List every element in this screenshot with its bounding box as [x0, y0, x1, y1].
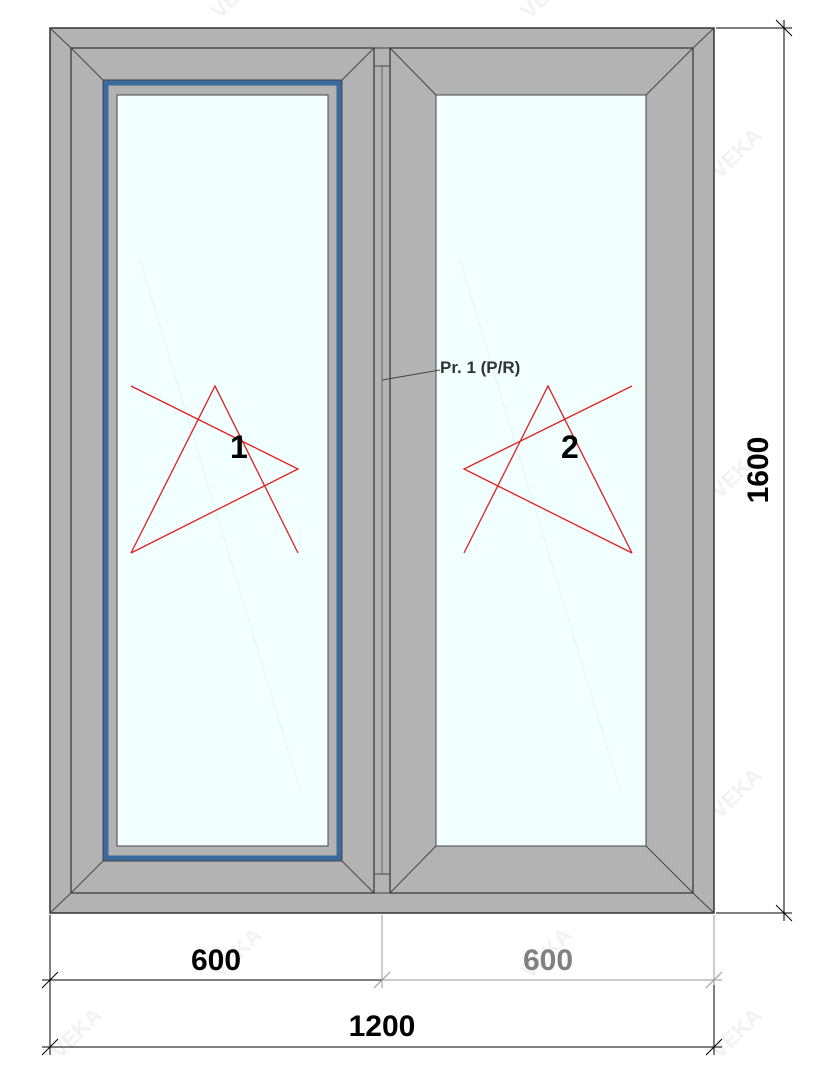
watermark-text-4: VEKA: [706, 123, 767, 184]
glass-pane-2: [435, 94, 647, 847]
sash-2-number: 2: [561, 429, 579, 465]
sash-width-dimensions: [41, 915, 723, 989]
sash-2[interactable]: [389, 47, 694, 894]
watermark-text-14: VEKA: [706, 763, 767, 824]
total-width-value: 1200: [349, 1010, 416, 1043]
watermark-text-0: VEKA: [206, 0, 267, 24]
mullion-label-leader: [381, 369, 441, 381]
sash-1-selection-outline: [103, 80, 342, 861]
total-width-dimension: [41, 985, 723, 1056]
opening-symbol-1: [130, 384, 300, 554]
mullion[interactable]: [373, 65, 391, 875]
sash-2-width-value: 600: [523, 944, 573, 977]
glass-pane-1: [116, 94, 329, 847]
sash-1-number: 1: [230, 429, 248, 465]
height-dimension: [716, 19, 793, 922]
mullion-profile-label: Pr. 1 (P/R): [440, 358, 520, 377]
sash-1-width-value: 600: [191, 944, 241, 977]
height-dimension-value: 1600: [742, 437, 775, 504]
opening-symbol-2: [462, 384, 633, 554]
watermark-text-1: VEKA: [516, 0, 577, 24]
watermark-text-17: VEKA: [46, 1003, 107, 1064]
watermark-text-18: VEKA: [706, 1003, 767, 1064]
sash-1[interactable]: [70, 47, 375, 894]
